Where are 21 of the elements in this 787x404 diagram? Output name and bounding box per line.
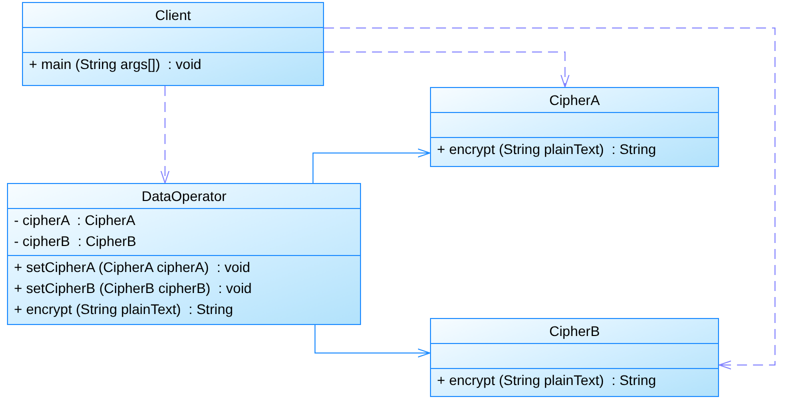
class-box — [430, 87, 719, 167]
member-text: + setCipherB (CipherB cipherB) : void — [14, 279, 253, 298]
member-text: + encrypt (String plainText) : String — [14, 300, 234, 319]
member-text: + encrypt (String plainText) : String — [437, 140, 658, 159]
member-text: + setCipherA (CipherA cipherA) : void — [14, 258, 252, 277]
class-name: DataOperator — [140, 187, 228, 206]
association-arrow — [314, 324, 430, 358]
member-text: - cipherB : CipherB — [14, 232, 138, 251]
member-text: + main (String args[]) : void — [29, 55, 202, 74]
class-box — [7, 183, 361, 325]
member-text: - cipherA : CipherA — [14, 211, 136, 230]
dependency-arrow — [324, 52, 570, 88]
class-box — [22, 2, 324, 86]
class-name: CipherB — [548, 322, 601, 341]
class-box — [430, 318, 719, 397]
class-name: Client — [154, 6, 192, 25]
association-arrow — [312, 148, 430, 184]
dependency-arrow — [324, 28, 776, 370]
member-text: + encrypt (String plainText) : String — [437, 371, 658, 390]
dependency-arrow — [160, 86, 170, 184]
class-name: CipherA — [548, 91, 601, 110]
